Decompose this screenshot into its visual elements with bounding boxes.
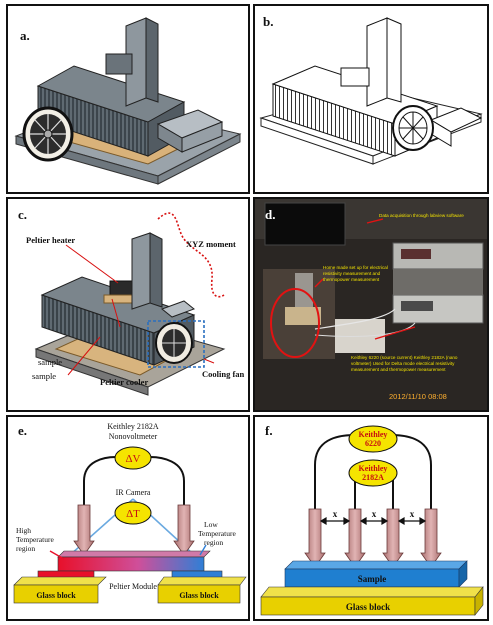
panel-label-a: a. bbox=[20, 28, 30, 43]
k6220-line2: 6220 bbox=[365, 439, 381, 448]
probe-1 bbox=[304, 508, 326, 568]
low-temp-1: Low bbox=[204, 520, 218, 529]
panel-label-f: f. bbox=[265, 423, 273, 438]
thermopower-schematic: ΔV Keithley 2182A Nonovoltmeter IR Camer… bbox=[13, 422, 247, 604]
glass-block-right bbox=[157, 584, 241, 604]
monitor bbox=[264, 202, 346, 246]
probe-3 bbox=[382, 508, 404, 568]
high-temp-3: region bbox=[16, 544, 35, 553]
voltmeter-wire bbox=[83, 456, 185, 505]
spacing-x1: x bbox=[333, 509, 338, 519]
four-probe-schematic: Keithley 6220 Keithley 2182A x x x Sampl… bbox=[260, 425, 484, 616]
label-sample-2: sample bbox=[32, 371, 56, 381]
probe-2 bbox=[344, 508, 366, 568]
k6220-line1: Keithley bbox=[359, 430, 388, 439]
keithley-2182a-oval bbox=[348, 459, 398, 487]
high-temp-1: High bbox=[16, 526, 31, 535]
glass-block-left bbox=[13, 584, 99, 604]
peltier-module-label: Peltier Module bbox=[109, 582, 157, 591]
right-probe bbox=[173, 504, 195, 556]
ir-camera-label: IR Camera bbox=[116, 488, 151, 497]
cad-render-shaded bbox=[14, 17, 242, 185]
delta-v-oval bbox=[114, 446, 152, 470]
panel-label-e: e. bbox=[18, 423, 28, 438]
xyz-moment-path bbox=[157, 212, 225, 298]
panel-d-lab-photo: Data acquisition through labview softwar… bbox=[253, 197, 489, 412]
panel-f-schematic: Keithley 6220 Keithley 2182A x x x Sampl… bbox=[253, 415, 489, 621]
label-peltier-heater: Peltier heater bbox=[26, 235, 75, 245]
glass-left-label: Glass block bbox=[36, 591, 76, 600]
keithley-label: Keithley 2182A bbox=[107, 422, 159, 431]
glass-label: Glass block bbox=[346, 602, 390, 612]
cooling-fan-highlight bbox=[147, 320, 205, 368]
panel-label-b: b. bbox=[263, 14, 274, 29]
label-sample-1: sample bbox=[38, 357, 62, 367]
highlight-ellipse bbox=[270, 288, 320, 358]
current-source-wire bbox=[314, 434, 432, 509]
annotated-cad-render: Peltier heater XYZ moment sample sample … bbox=[26, 212, 245, 396]
delta-t-oval bbox=[114, 501, 152, 525]
panel-a-cad-render: a. bbox=[6, 4, 250, 194]
k2182-line2: 2182A bbox=[362, 473, 384, 482]
label-cooling-fan: Cooling fan bbox=[202, 369, 245, 379]
left-probe bbox=[73, 504, 95, 556]
text-keithley-1: Keithley 6220 (source current) Keithley … bbox=[351, 355, 458, 360]
panel-b-line-drawing: b. bbox=[253, 4, 489, 194]
keithley-6220-oval bbox=[348, 425, 398, 453]
panel-e-schematic: ΔV Keithley 2182A Nonovoltmeter IR Camer… bbox=[6, 415, 250, 621]
panel-label-d: d. bbox=[265, 207, 276, 222]
sample-gradient-bar bbox=[57, 556, 205, 572]
label-peltier-cooler: Peltier cooler bbox=[100, 377, 148, 387]
cad-line-drawing bbox=[259, 17, 483, 165]
label-xyz-moment: XYZ moment bbox=[186, 239, 236, 249]
text-keithley-2: voltmeter) Used for Delta mode electrica… bbox=[351, 361, 455, 366]
text-data-acquisition: Data acquisition through labview softwar… bbox=[379, 213, 464, 218]
low-temp-3: region bbox=[204, 538, 223, 547]
delta-t-label: ΔT bbox=[126, 508, 140, 520]
peltier-heater-block bbox=[109, 280, 135, 296]
low-temp-2: Temperature bbox=[198, 529, 236, 538]
spacing-x2: x bbox=[372, 509, 377, 519]
text-keithley-3: measurement and thermopower measurement bbox=[351, 367, 446, 372]
lab-setup-photo: Data acquisition through labview softwar… bbox=[255, 199, 487, 410]
text-home-made-3: thermopower measurement bbox=[323, 277, 380, 282]
panel-c-annotated-render: Peltier heater XYZ moment sample sample … bbox=[6, 197, 250, 412]
k2182-line1: Keithley bbox=[359, 464, 388, 473]
nanovoltmeter-label: Nonovoltmeter bbox=[109, 432, 158, 441]
spacing-x3: x bbox=[410, 509, 415, 519]
text-timestamp: 2012/11/10 08:08 bbox=[389, 392, 447, 401]
probe-4 bbox=[420, 508, 442, 568]
sample-label: Sample bbox=[358, 574, 387, 584]
glass-right-label: Glass block bbox=[179, 591, 219, 600]
high-temp-2: Temperature bbox=[16, 535, 54, 544]
xyz-tower bbox=[131, 232, 151, 310]
text-home-made-1: Home made set up for electrical bbox=[323, 265, 388, 270]
panel-label-c: c. bbox=[18, 207, 28, 222]
text-home-made-2: resistivity measurement and bbox=[323, 271, 381, 276]
delta-v-label: ΔV bbox=[125, 453, 140, 465]
